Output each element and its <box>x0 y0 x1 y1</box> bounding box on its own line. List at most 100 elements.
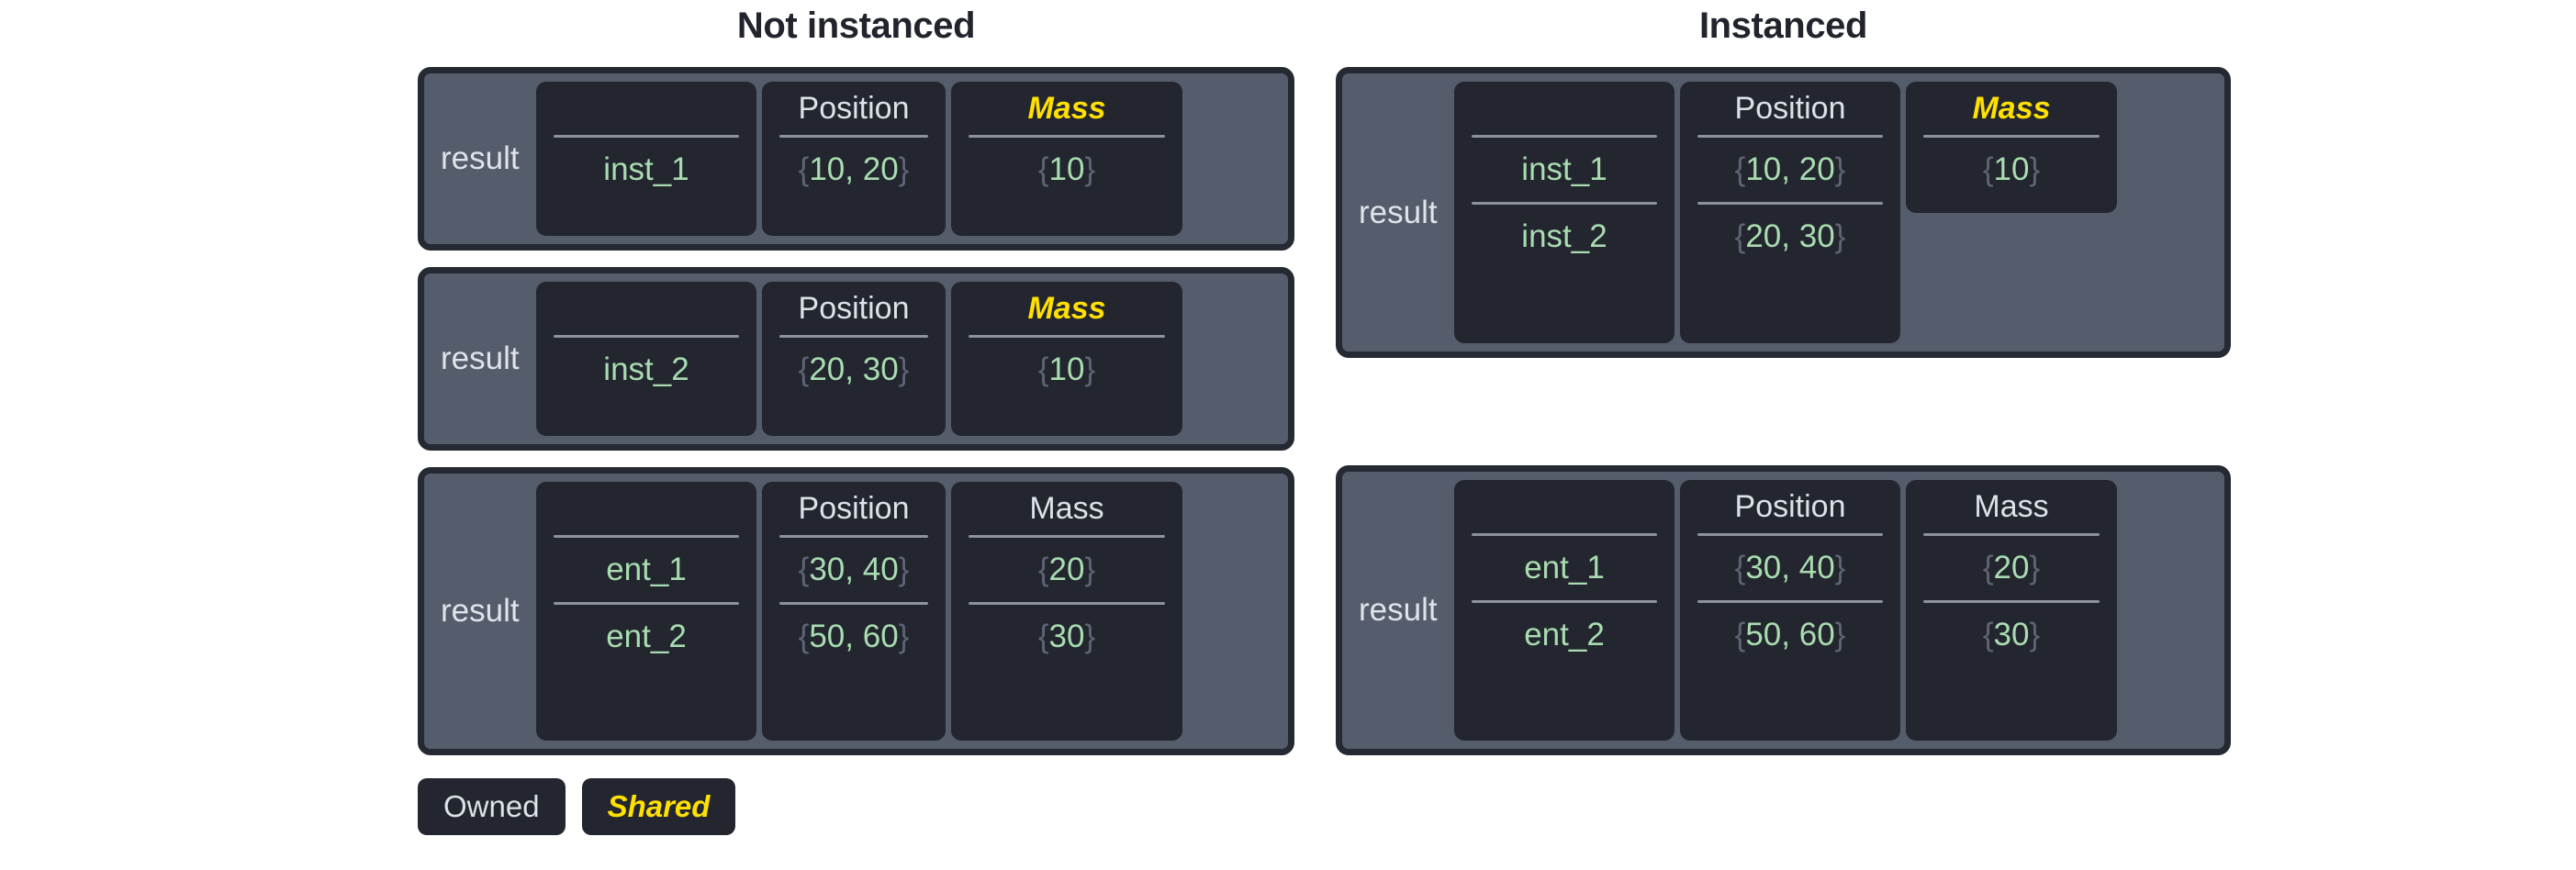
heading-not-instanced: Not instanced <box>736 6 976 46</box>
field-column: Position{30, 40}{50, 60} <box>762 482 946 741</box>
cell-value: ent_1 <box>1466 536 1663 600</box>
result-label: result <box>1359 194 1438 230</box>
cell-value: {10} <box>963 338 1170 402</box>
column-header-blank <box>1466 82 1663 135</box>
field-column: Mass {10} <box>951 282 1182 436</box>
row-separator <box>1697 533 1883 536</box>
brace-open: { <box>1982 151 1994 187</box>
value-text: inst_2 <box>603 351 689 387</box>
brace-close: } <box>1084 351 1096 387</box>
row-separator <box>969 535 1165 538</box>
brace-open: { <box>798 351 810 387</box>
column-header: Position <box>798 290 910 326</box>
brace-open: { <box>1037 151 1049 187</box>
column-header: Mass <box>1972 90 2051 126</box>
field-columns: inst_1 Position {10, 20} Mass {10} <box>536 73 1288 244</box>
field-column: Position {10, 20} <box>762 82 946 236</box>
field-column: ent_1 ent_2 <box>1454 480 1674 741</box>
brace-open: { <box>1734 550 1746 586</box>
brace-close: } <box>2029 617 2041 652</box>
value-text: 20 <box>1048 552 1085 587</box>
cell-value: {50, 60} <box>774 605 934 669</box>
value-text: ent_1 <box>606 552 687 587</box>
column-header-blank <box>548 82 745 135</box>
row-separator <box>969 335 1165 338</box>
value-text: inst_2 <box>1521 218 1607 254</box>
row-separator <box>779 135 928 138</box>
cell-value: {10} <box>1918 138 2105 202</box>
cell-value: {20, 30} <box>774 338 934 402</box>
value-text: 10 <box>1993 151 2030 187</box>
value-text: 30, 40 <box>809 552 899 587</box>
brace-open: { <box>1982 550 1994 586</box>
value-text: 20, 30 <box>809 351 899 387</box>
field-column: inst_2 <box>536 282 756 436</box>
column-header: Position <box>798 90 910 126</box>
column-header-blank <box>548 282 745 335</box>
field-column: Mass {10} <box>951 82 1182 236</box>
cell-value: {50, 60} <box>1692 603 1888 667</box>
row-separator <box>1923 600 2100 603</box>
brace-close: } <box>898 619 910 654</box>
field-column: ent_1 ent_2 <box>536 482 756 741</box>
field-columns: inst_2 Position {20, 30} Mass {10} <box>536 273 1288 444</box>
cell-value: inst_1 <box>548 138 745 202</box>
field-column: Position {30, 40}{50, 60} <box>1680 480 1900 741</box>
value-text: inst_1 <box>603 151 689 187</box>
value-text: inst_1 <box>1521 151 1607 187</box>
result-label: result <box>441 593 520 629</box>
brace-close: } <box>898 151 910 187</box>
brace-open: { <box>798 552 810 587</box>
value-text: 50, 60 <box>809 619 899 654</box>
value-text: 10, 20 <box>1745 151 1835 187</box>
column-header-blank <box>1466 480 1663 533</box>
row-separator <box>1472 533 1657 536</box>
row-separator <box>554 602 739 605</box>
column-header: Position <box>1734 90 1846 126</box>
cell-value: {10} <box>963 138 1170 202</box>
brace-open: { <box>798 619 810 654</box>
brace-open: { <box>1982 617 1994 652</box>
value-text: 50, 60 <box>1745 617 1835 652</box>
cell-value: {10, 20} <box>774 138 934 202</box>
row-separator <box>969 602 1165 605</box>
field-column: Position {20, 30} <box>762 282 946 436</box>
row-separator <box>1697 135 1883 138</box>
brace-close: } <box>1084 552 1096 587</box>
value-text: ent_1 <box>1524 550 1605 586</box>
brace-close: } <box>1084 619 1096 654</box>
value-text: 30 <box>1048 619 1085 654</box>
cell-value: ent_2 <box>1466 603 1663 667</box>
value-text: 10, 20 <box>809 151 899 187</box>
value-text: 30, 40 <box>1745 550 1835 586</box>
field-column: inst_1 <box>536 82 756 236</box>
column-header: Position <box>1734 488 1846 524</box>
legend-chip-owned: Owned <box>418 778 566 835</box>
cell-value: {30} <box>963 605 1170 669</box>
value-text: ent_2 <box>606 619 687 654</box>
brace-close: } <box>898 552 910 587</box>
column-header: Mass <box>1027 290 1106 326</box>
column-header: Mass <box>1027 90 1106 126</box>
cell-value: inst_2 <box>1466 205 1663 269</box>
cell-value: {30, 40} <box>1692 536 1888 600</box>
value-text: 20, 30 <box>1745 218 1835 254</box>
value-text: 10 <box>1048 151 1085 187</box>
row-separator <box>779 535 928 538</box>
field-column: Mass {10} <box>1906 82 2117 213</box>
brace-close: } <box>1834 218 1846 254</box>
brace-close: } <box>2029 151 2041 187</box>
cell-value: ent_2 <box>548 605 745 669</box>
row-separator <box>554 335 739 338</box>
field-column: inst_1 inst_2 <box>1454 82 1674 343</box>
cell-value: {20} <box>1918 536 2105 600</box>
column-header: Mass <box>1029 490 1104 526</box>
value-text: 20 <box>1993 550 2030 586</box>
row-separator <box>1923 533 2100 536</box>
